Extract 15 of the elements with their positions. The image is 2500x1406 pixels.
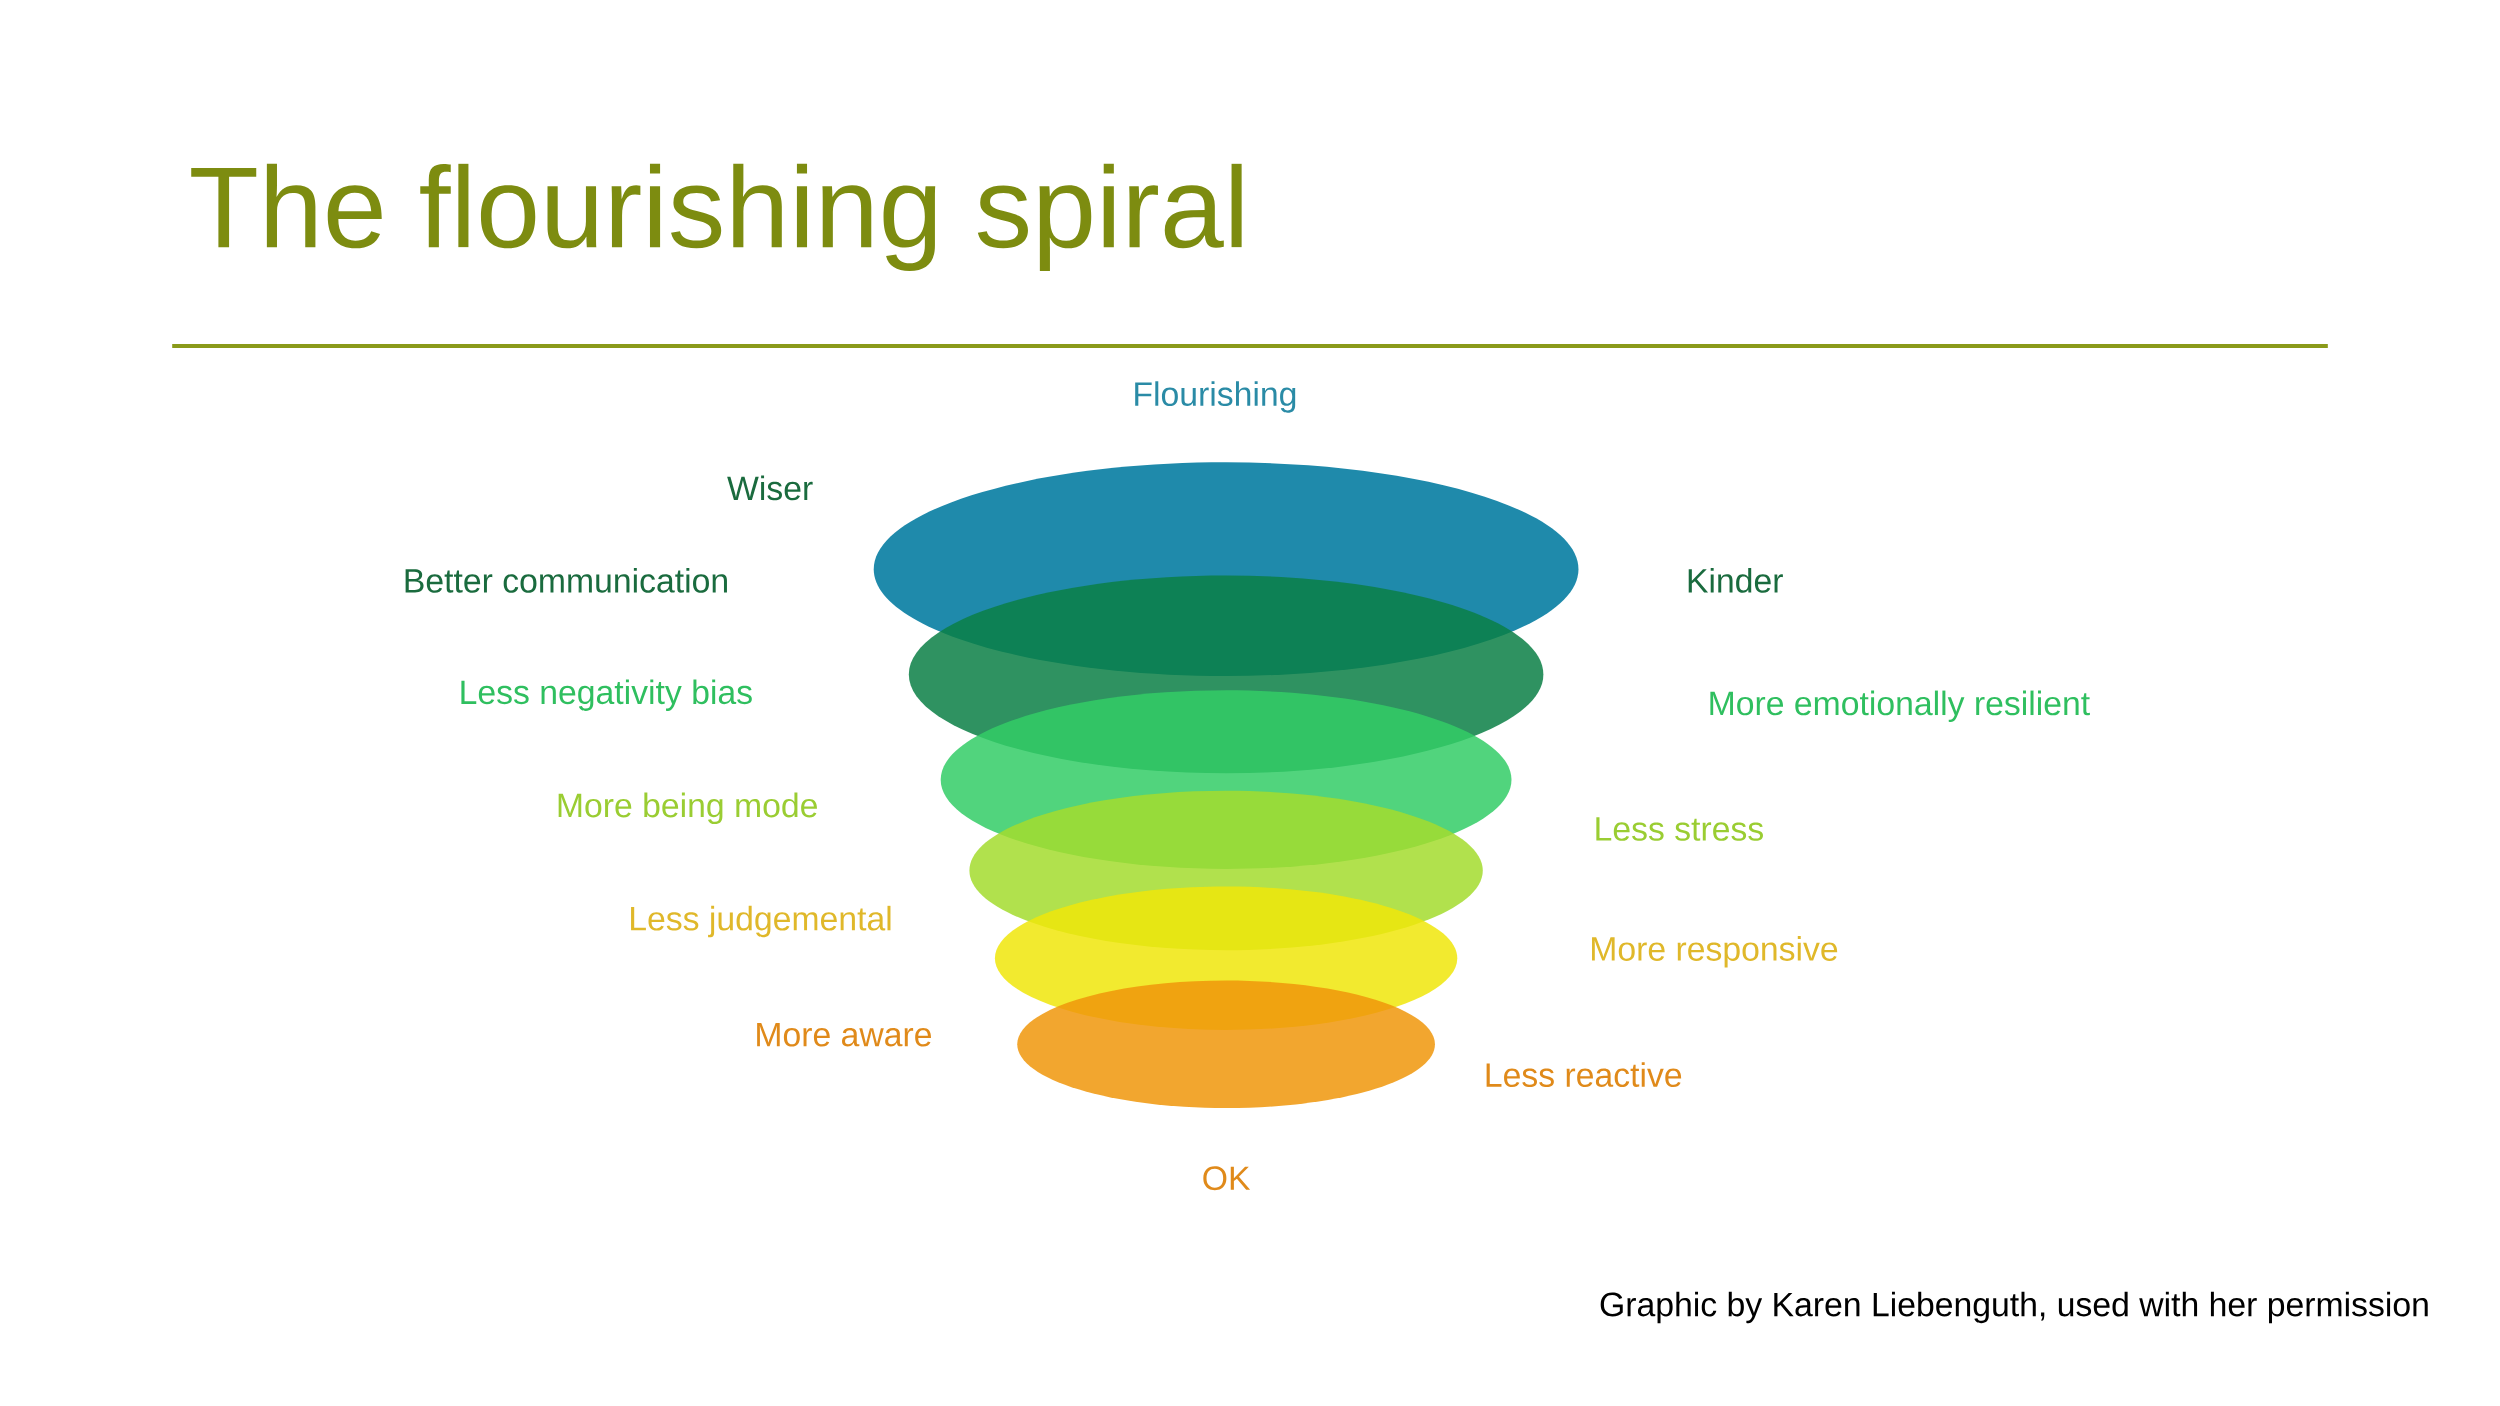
label: More responsive: [1592, 936, 1838, 968]
label: Less reactive: [1486, 1062, 1682, 1087]
label: Kinder: [1688, 567, 1783, 593]
credit-text: Graphic by Karen Liebenguth, used with her permission: [1600, 1291, 2428, 1324]
label: OK: [1203, 1166, 1251, 1191]
label: Less negativity bias: [461, 679, 752, 711]
label: More aware: [757, 1022, 931, 1047]
label: More emotionally resilient: [1710, 690, 2090, 722]
label: Less judgemental: [631, 905, 891, 938]
label: Less stress: [1596, 817, 1763, 841]
title: The flourishing spiral: [191, 163, 1242, 271]
label: Flourishing: [1135, 381, 1296, 413]
label: Wiser: [727, 475, 813, 501]
label: Better communication: [405, 567, 727, 593]
label: More being mode: [558, 792, 817, 824]
